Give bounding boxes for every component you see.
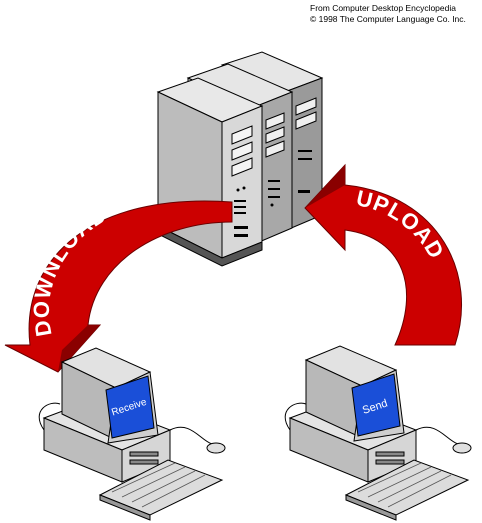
mouse-icon — [415, 426, 472, 454]
credit-line-1: From Computer Desktop Encyclopedia — [310, 3, 456, 13]
keyboard-icon — [344, 459, 470, 521]
credit-line-2: © 1998 The Computer Language Co. Inc. — [310, 14, 466, 24]
left-computer: Receive — [38, 347, 226, 521]
server-rack-icon — [156, 51, 324, 267]
right-computer: Send — [284, 345, 472, 521]
desktop-computer-icon — [42, 347, 172, 483]
mouse-icon — [169, 426, 226, 454]
upload-arrow: UPLOAD — [304, 163, 462, 346]
desktop-computer-icon — [288, 345, 418, 483]
keyboard-icon — [98, 459, 224, 521]
